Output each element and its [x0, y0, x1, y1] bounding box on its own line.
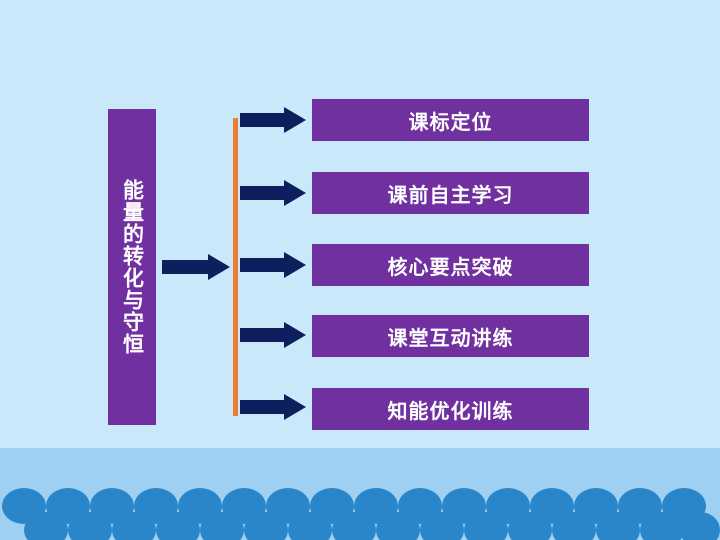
branch-arrow-icon-4	[240, 322, 306, 348]
connector-line	[233, 118, 238, 416]
main-title: 能量的转化与守恒	[120, 179, 145, 355]
branch-arrow-icon-3	[240, 252, 306, 278]
menu-item-classroom-interaction[interactable]: 课堂互动讲练	[312, 315, 589, 357]
branch-arrow-icon-2	[240, 180, 306, 206]
scallop-decoration	[2, 488, 720, 540]
menu-item-knowledge-training[interactable]: 知能优化训练	[312, 388, 589, 430]
main-arrow-icon	[162, 254, 230, 280]
menu-item-pre-class-self-study[interactable]: 课前自主学习	[312, 172, 589, 214]
menu-item-curriculum-positioning[interactable]: 课标定位	[312, 99, 589, 141]
branch-arrow-icon-1	[240, 107, 306, 133]
main-title-box: 能量的转化与守恒	[108, 109, 156, 425]
menu-item-key-points[interactable]: 核心要点突破	[312, 244, 589, 286]
branch-arrow-icon-5	[240, 394, 306, 420]
